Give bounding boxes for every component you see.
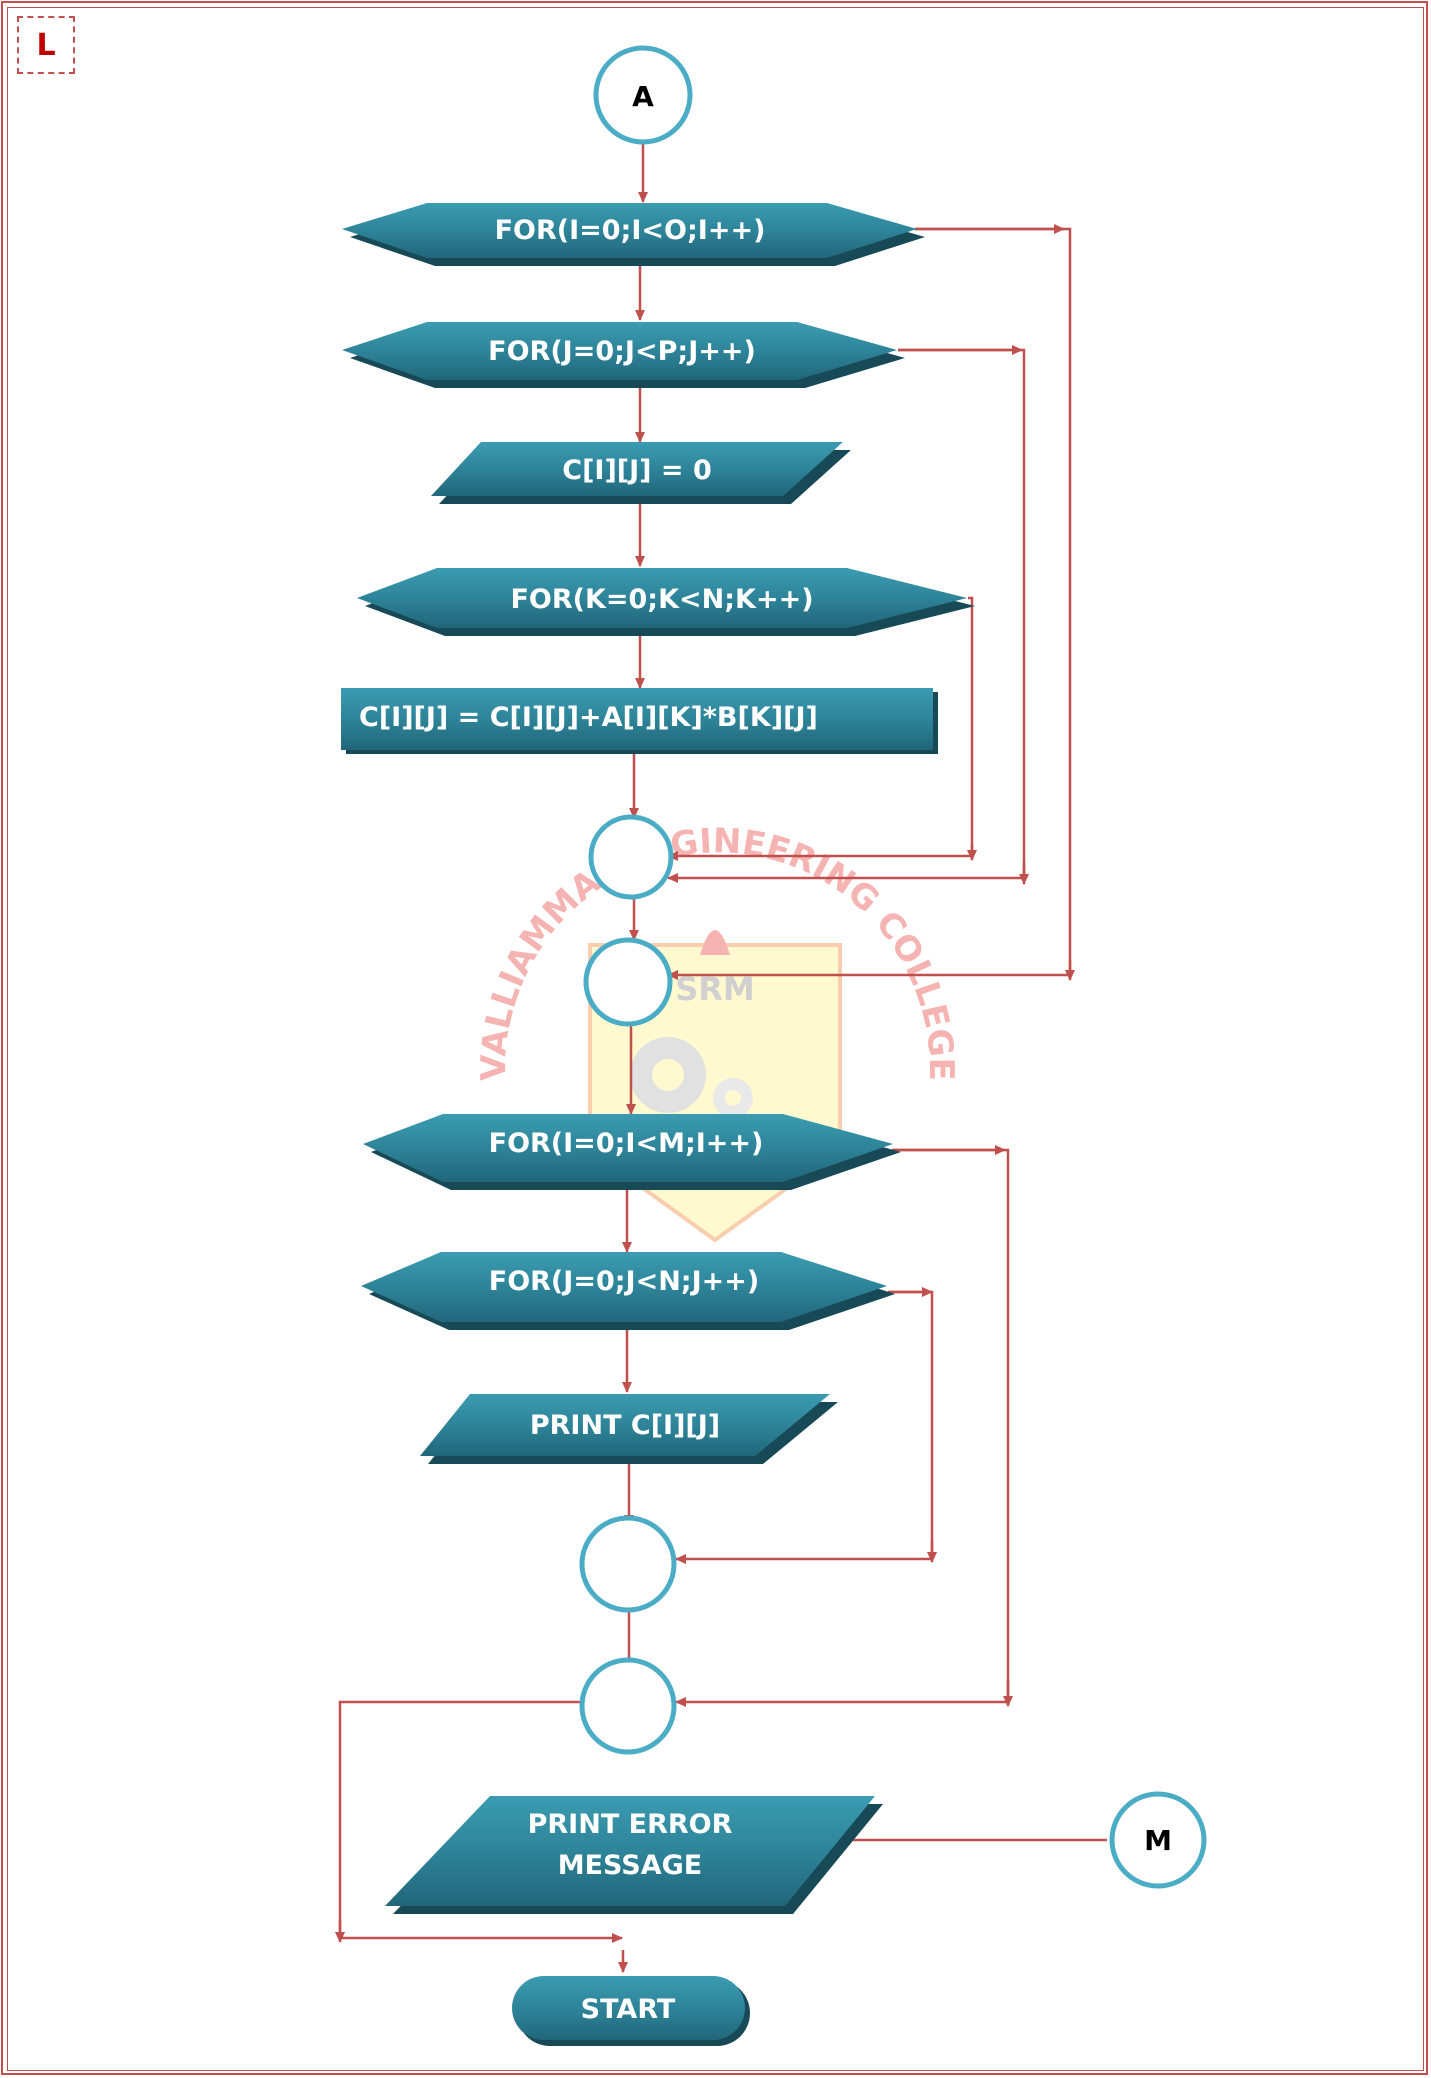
print-error-label-line1: PRINT ERROR	[528, 1809, 733, 1840]
node-for-j-n: FOR(J=0;J<N;J++)	[361, 1252, 895, 1330]
loop-k-n-exit	[667, 596, 974, 861]
node-print-c: PRINT C[I][J]	[420, 1394, 838, 1464]
page-frame-inner	[7, 7, 1424, 2071]
init-c-label: C[I][J] = 0	[562, 455, 711, 486]
node-print-error: PRINT ERROR MESSAGE	[385, 1796, 883, 1914]
print-c-label: PRINT C[I][J]	[530, 1410, 720, 1441]
loop-pi-exit-to-start	[338, 1700, 623, 1943]
watermark-bell-icon	[700, 930, 730, 955]
node-start: START	[512, 1976, 750, 2046]
node-for-i-o: FOR(I=0;I<O;I++)	[342, 203, 925, 266]
page-label: L	[17, 16, 75, 74]
connector-a-label: A	[632, 80, 654, 113]
node-for-j-p: FOR(J=0;J<P;J++)	[342, 322, 905, 388]
for-i-m-label: FOR(I=0;I<M;I++)	[489, 1128, 764, 1159]
node-for-i-m: FOR(I=0;I<M;I++)	[363, 1114, 901, 1190]
for-k-n-label: FOR(K=0;K<N;K++)	[510, 584, 813, 615]
for-j-p-label: FOR(J=0;J<P;J++)	[488, 336, 756, 367]
start-label: START	[581, 1994, 676, 2025]
loop-join-print-j	[579, 1515, 677, 1613]
loop-join-k	[588, 814, 674, 900]
node-init-c: C[I][J] = 0	[431, 442, 851, 504]
for-j-n-label: FOR(J=0;J<N;J++)	[489, 1266, 759, 1297]
accumulate-label: C[I][J] = C[I][J]+A[I][K]*B[K][J]	[359, 702, 818, 733]
loop-join-print-i	[579, 1657, 677, 1755]
loop-join-j	[583, 937, 673, 1027]
connector-m-label: M	[1144, 1824, 1172, 1857]
node-accumulate: C[I][J] = C[I][J]+A[I][K]*B[K][J]	[341, 688, 938, 754]
node-for-k-n: FOR(K=0;K<N;K++)	[357, 568, 975, 636]
for-i-o-label: FOR(I=0;I<O;I++)	[495, 215, 766, 246]
watermark-logo-text: SRM	[675, 970, 755, 1008]
connector-a	[593, 45, 693, 145]
connector-m	[1109, 1791, 1207, 1889]
flow-lines	[335, 137, 1107, 1973]
print-error-label-line2: MESSAGE	[558, 1850, 703, 1881]
